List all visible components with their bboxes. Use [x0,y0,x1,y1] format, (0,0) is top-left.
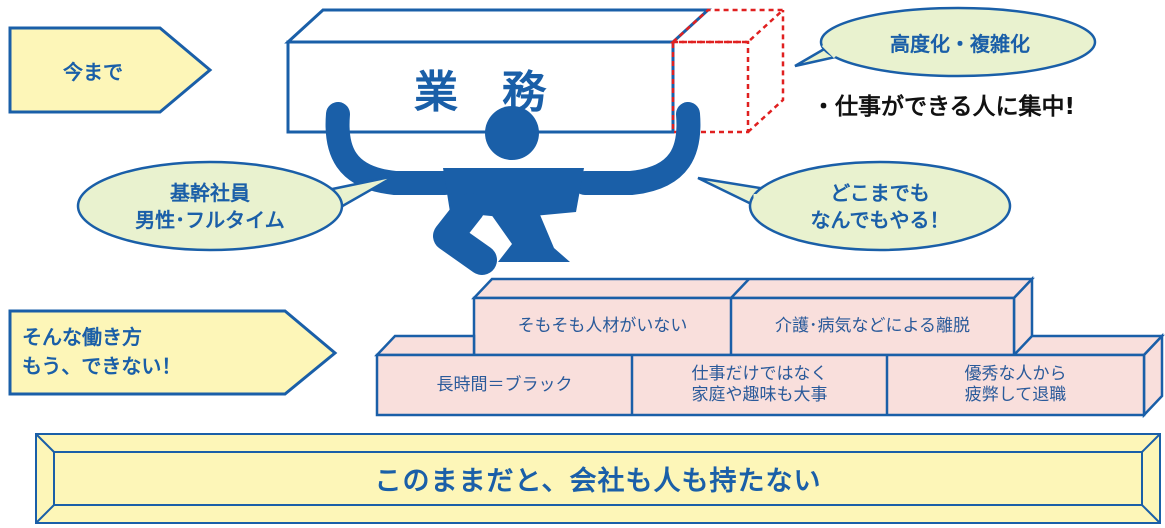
brick-label: 長時間＝ブラック [436,374,573,395]
bottom-banner-text: このままだと、会社も人も持たない [374,466,822,497]
work-extension-dashed [669,8,787,134]
bottom-banner [35,433,1161,524]
brick-label: そもそも人材がいない [517,316,688,336]
person-figure [325,102,701,275]
work-box [284,8,712,134]
concentrate-text: ・仕事ができる人に集中! [812,94,1076,120]
bubble-do-anything-text: どこまでも なんでもやる！ [810,181,950,232]
bubble-advanced-shape [794,6,1097,78]
work-title: 業 務 [414,67,546,118]
until-now-label: 今まで [63,59,123,84]
bubble-core-staff-text: 基幹社員 男性･フルタイム [135,181,285,232]
brick-wall-bottom [374,332,1165,419]
brick-label: 仕事だけではなく 家庭や趣味も大事 [691,364,828,405]
until-now-arrow [8,26,213,114]
bubble-advanced-text: 高度化・複雑化 [890,31,1030,56]
brick-label: 優秀な人から 疲弊して退職 [964,364,1067,405]
bubble-do-anything-shape [697,160,1012,252]
brick-wall-top [471,275,1035,359]
no-longer-label: そんな働き方 もう、できない！ [22,325,182,378]
brick-label: 介護･病気などによる離脱 [775,316,970,336]
bubble-core-staff-shape [76,160,396,252]
no-longer-arrow [8,309,338,396]
